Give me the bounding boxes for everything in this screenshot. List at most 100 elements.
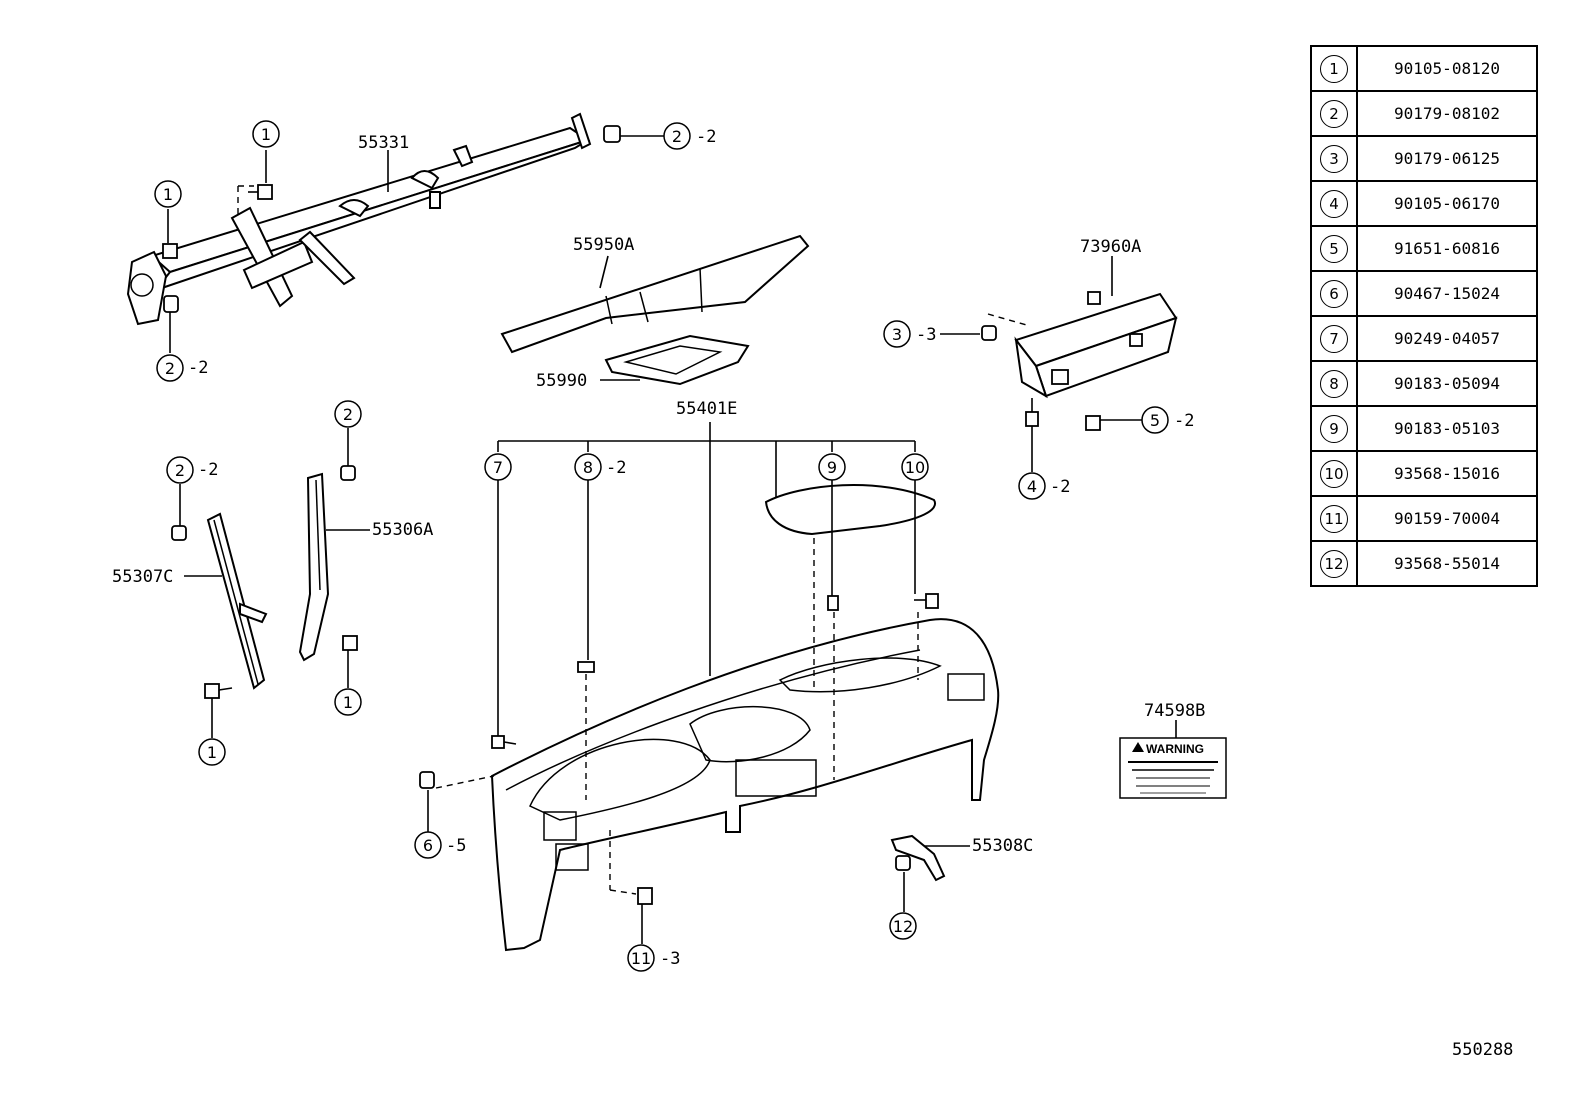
dashed-leader [987,313,1031,327]
callout-circle [166,456,194,484]
part-number: 90179-06125 [1356,135,1538,182]
part-outline [340,465,356,481]
nut-icon [171,525,187,541]
quantity-label: -2 [1050,477,1070,497]
bolt-icon [1085,415,1101,431]
part-outline [981,325,997,341]
quantity-label: -3 [660,949,680,969]
part-outline [452,144,474,168]
table-row: 3 90179-06125 [1310,135,1538,182]
callout-number: 2 [343,405,353,424]
label-55306A: 55306A [372,520,433,540]
part-number: 91651-60816 [1356,225,1538,272]
part-number: 90249-04057 [1356,315,1538,362]
callout-number: 1 [207,743,217,762]
part-outline [764,484,937,536]
part-outline [162,243,178,259]
callout-circle [663,122,691,150]
callout-circle [252,120,280,148]
part-outline [1085,415,1101,431]
warning-title: WARNING [1146,742,1204,756]
part-number: 90183-05094 [1356,360,1538,407]
index-circle: 3 [1320,144,1348,173]
part-outline [890,834,946,882]
part-outline [639,291,649,323]
row-index: 12 [1310,540,1358,587]
part-outline [257,184,273,200]
part-outline [429,191,441,209]
part-outline [1129,333,1143,347]
callout-number: 2 [672,127,682,146]
label-73960A: 73960A [1080,237,1141,257]
part-number: 90183-05103 [1356,405,1538,452]
part-outline [735,759,817,797]
part-outline [338,199,370,218]
part-outline [605,295,613,325]
callout-circle [156,354,184,382]
callout-circle [883,320,911,348]
part-outline [163,295,179,313]
label-74598B: 74598B [1144,701,1205,721]
callout-circle [414,831,442,859]
quantity-label: -2 [188,358,208,378]
leader-line [218,687,233,691]
part-number: 93568-15016 [1356,450,1538,497]
index-circle: 4 [1320,189,1348,218]
bolt-icon [637,887,653,905]
label-55950A: 55950A [573,235,634,255]
part-outline [555,843,589,871]
bolt-icon [162,243,178,259]
callout-circle [1141,406,1169,434]
callout-number: 2 [175,461,185,480]
row-index: 1 [1310,45,1358,92]
airbag-73960A [1014,291,1178,399]
part-number: 93568-55014 [1356,540,1538,587]
part-outline [778,657,942,693]
index-circle: 12 [1320,549,1348,578]
part-outline [491,735,505,749]
callout-number: 9 [827,458,837,477]
callout-circle [154,180,182,208]
quantity-label: -2 [696,127,716,147]
bolt-icon [1025,398,1039,427]
callout-circle [889,912,917,940]
part-outline [1014,336,1048,399]
panel-55990 [604,334,750,386]
bracket-55308C [890,834,946,882]
part-outline [603,125,621,143]
callout-number: 1 [261,125,271,144]
callout-number: 4 [1027,477,1037,496]
label-55331: 55331 [358,133,409,153]
callout-number: 2 [165,359,175,378]
part-outline [242,240,314,290]
callout-number: 11 [631,949,651,968]
callout-number: 3 [892,325,902,344]
part-number: 90159-70004 [1356,495,1538,542]
part-outline [543,811,577,841]
part-outline [315,479,321,591]
index-circle: 6 [1320,279,1348,308]
part-outline [637,887,653,905]
lid-part [764,484,937,536]
part-number: 90105-08120 [1356,45,1538,92]
bolt-icon [491,735,517,749]
index-circle: 7 [1320,324,1348,353]
instrument-panel-55401E [490,618,1000,952]
callout-circle [334,400,362,428]
part-outline [419,771,435,789]
part-outline [171,525,187,541]
part-outline [689,705,811,763]
nut-icon [419,771,435,789]
row-index: 10 [1310,450,1358,497]
callout-circle [198,738,226,766]
bolt-icon [248,184,273,200]
quantity-label: -2 [1174,411,1194,431]
callout-number: 8 [583,458,593,477]
